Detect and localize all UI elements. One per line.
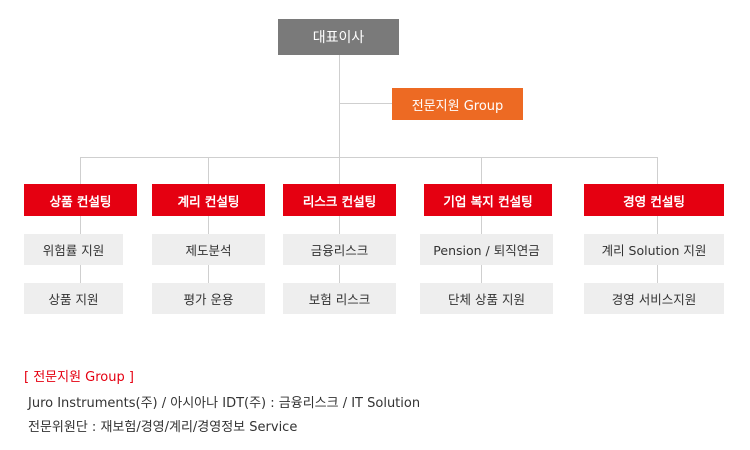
division-head-risk: 리스크 컨설팅 xyxy=(283,184,396,216)
connector-support xyxy=(339,103,392,104)
division-item: 경영 서비스지원 xyxy=(584,283,724,314)
ceo-node: 대표이사 xyxy=(278,19,399,55)
division-item: 계리 Solution 지원 xyxy=(584,234,724,265)
division-head-actuarial: 계리 컨설팅 xyxy=(152,184,265,216)
division-item: 단체 상품 지원 xyxy=(420,283,553,314)
division-item: 평가 운용 xyxy=(152,283,265,314)
division-item: 제도분석 xyxy=(152,234,265,265)
division-item: 보험 리스크 xyxy=(283,283,396,314)
division-head-management: 경영 컨설팅 xyxy=(584,184,724,216)
division-item: 상품 지원 xyxy=(24,283,123,314)
support-group-node: 전문지원 Group xyxy=(392,88,523,120)
legend-line-2: 전문위원단 : 재보험/경영/계리/경영정보 Service xyxy=(28,420,298,435)
connector-ceo-trunk xyxy=(339,55,340,158)
division-head-product: 상품 컨설팅 xyxy=(24,184,137,216)
division-head-welfare: 기업 복지 컨설팅 xyxy=(424,184,552,216)
connector-horizontal xyxy=(80,157,658,158)
division-item: 금융리스크 xyxy=(283,234,396,265)
division-item: Pension / 퇴직연금 xyxy=(420,234,553,265)
legend-line-1: Juro Instruments(주) / 아시아나 IDT(주) : 금융리스… xyxy=(28,396,421,411)
legend-title: [ 전문지원 Group ] xyxy=(24,370,134,385)
division-item: 위험률 지원 xyxy=(24,234,123,265)
